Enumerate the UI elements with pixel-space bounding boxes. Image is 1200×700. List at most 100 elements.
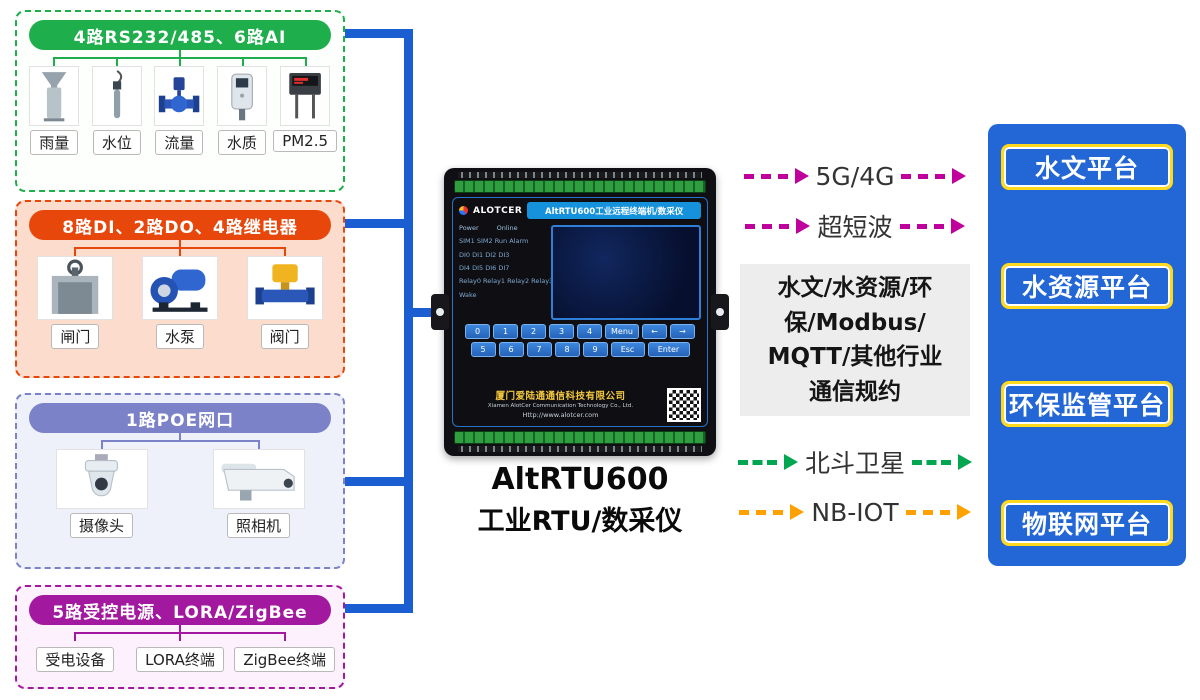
connector-group3	[345, 477, 413, 486]
group-header-poe: 1路POE网口	[29, 403, 331, 433]
brand-name: ALOTCER	[473, 205, 523, 216]
group-poe: 1路POE网口 摄像头 照相机	[15, 393, 345, 569]
device-model-title: AltRTU600工业远程终端机/数采仪	[527, 202, 701, 219]
group-header-power: 5路受控电源、LORA/ZigBee	[29, 595, 331, 625]
item-label: 水位	[92, 130, 141, 155]
keypad-key: 5	[470, 342, 496, 357]
keypad-key: 2	[521, 324, 546, 339]
mounting-ear-right	[711, 294, 729, 330]
company-block: 厦门爱陆通通信科技有限公司 Xiamen AlotCer Communicati…	[459, 391, 662, 419]
item-valve: 阀门	[232, 256, 337, 349]
item-rain-gauge: 雨量	[23, 66, 86, 155]
item-ptz-camera: 摄像头	[23, 449, 180, 538]
group-rs232-ai: 4路RS232/485、6路AI 雨量 水位	[15, 10, 345, 192]
keypad-key-esc: Esc	[610, 342, 645, 357]
item-label: 水质	[217, 130, 266, 155]
connector-group1	[345, 29, 413, 38]
link-label: 北斗卫星	[804, 449, 905, 478]
group-power-lora: 5路受控电源、LORA/ZigBee 受电设备 LORA终端 ZigBee终端	[15, 585, 345, 689]
brand-logo-icon	[459, 206, 468, 215]
link-beidou: 北斗卫星	[738, 446, 972, 478]
device-caption: AltRTU600 工业RTU/数采仪	[438, 462, 722, 538]
arrowhead-icon	[796, 218, 811, 234]
item-label: 水泵	[156, 324, 205, 349]
arrowhead-icon	[790, 504, 805, 520]
water-level-image	[91, 66, 142, 126]
link-label: NB-IOT	[811, 497, 899, 527]
arrowhead-icon	[957, 454, 972, 470]
group-header-ai: 4路RS232/485、6路AI	[29, 20, 331, 50]
keypad-key: 7	[526, 342, 552, 357]
tree-connector	[23, 240, 337, 254]
item-label: 闸门	[51, 324, 100, 349]
item-label: 阀门	[260, 324, 309, 349]
item-label: 摄像头	[69, 513, 133, 538]
keypad-key: 1	[493, 324, 518, 339]
valve-image	[246, 256, 323, 320]
dashed-line	[899, 224, 944, 229]
led-row: DI0 DI1 DI2 DI3	[459, 250, 510, 259]
dashed-line	[743, 174, 788, 179]
terminal-pins-top	[458, 172, 702, 178]
camera-items: 摄像头 照相机	[23, 449, 337, 538]
device-mid-section: Power Online SIM1 SIM2 Run Alarm DI0 DI1…	[457, 221, 703, 321]
terminal-pins-bottom	[458, 446, 702, 452]
link-shortwave: 超短波	[738, 210, 972, 242]
group-header-dio: 8路DI、2路DO、4路继电器	[29, 210, 331, 240]
led-row: Relay0 Relay1 Relay2 Relay3	[459, 277, 554, 286]
device-header: ALOTCER AltRTU600工业远程终端机/数采仪	[457, 200, 703, 221]
keypad-key: 6	[498, 342, 524, 357]
rtu-device: ALOTCER AltRTU600工业远程终端机/数采仪 Power Onlin…	[431, 168, 729, 456]
device-keypad: 0 1 2 3 4 Menu ← → 5 6 7 8 9 Esc Enter	[457, 321, 703, 358]
company-name-en: Xiamen AlotCer Communication Technology …	[487, 403, 634, 410]
link-label: 5G/4G	[815, 161, 895, 191]
item-powered-device: 受电设备	[23, 641, 128, 672]
dashed-line	[739, 510, 784, 515]
keypad-key-left-arrow: ←	[642, 324, 667, 339]
tree-connector	[23, 625, 337, 639]
item-pump: 水泵	[128, 256, 233, 349]
item-label: PM2.5	[273, 130, 338, 152]
device-caption-type: 工业RTU/数采仪	[477, 506, 683, 537]
arrowhead-icon	[794, 168, 809, 184]
dashed-line	[901, 174, 946, 179]
keypad-key-menu: Menu	[605, 324, 639, 339]
item-label: ZigBee终端	[234, 647, 336, 672]
item-label: 雨量	[30, 130, 79, 155]
terminal-block-bottom	[454, 431, 706, 444]
led-row: SIM1 SIM2 Run Alarm	[459, 237, 529, 246]
item-lora-terminal: LORA终端	[128, 641, 233, 672]
terminal-items: 受电设备 LORA终端 ZigBee终端	[23, 641, 337, 672]
protocol-note: 水文/水资源/环 保/Modbus/ MQTT/其他行业 通信规约	[740, 264, 970, 416]
dashed-line	[905, 510, 950, 515]
platforms-panel: 水文平台 水资源平台 环保监管平台 物联网平台	[988, 124, 1186, 566]
keypad-key: 4	[577, 324, 602, 339]
device-caption-model: AltRTU600	[491, 462, 669, 497]
connector-group4	[345, 604, 413, 613]
company-url: Http://www.alotcer.com	[522, 410, 599, 419]
device-lcd-screen	[551, 225, 701, 320]
led-row: Wake	[459, 290, 477, 299]
device-footer: 厦门爱陆通通信科技有限公司 Xiamen AlotCer Communicati…	[457, 387, 703, 424]
terminal-block-top	[454, 180, 706, 193]
platform-water-resources: 水资源平台	[1001, 262, 1173, 309]
online-led-label: Online	[496, 224, 518, 232]
item-zigbee-terminal: ZigBee终端	[232, 641, 337, 672]
bus-line	[404, 29, 413, 613]
group-di-do-relay: 8路DI、2路DO、4路继电器 闸门 水泵 阀门	[15, 200, 345, 378]
item-gate: 闸门	[23, 256, 128, 349]
connector-group2	[345, 219, 413, 228]
arrowhead-icon	[783, 454, 798, 470]
device-front-panel: ALOTCER AltRTU600工业远程终端机/数采仪 Power Onlin…	[452, 197, 708, 427]
dashed-line	[745, 224, 790, 229]
qr-code	[667, 388, 701, 422]
platform-environment: 环保监管平台	[1001, 381, 1173, 428]
water-pump-image	[142, 256, 218, 320]
item-flow-meter: 流量	[148, 66, 211, 155]
platform-hydrology: 水文平台	[1001, 144, 1173, 190]
power-online-row: Power Online	[459, 222, 545, 235]
keypad-key-right-arrow: →	[670, 324, 695, 339]
link-label: 超短波	[817, 213, 893, 242]
keypad-key-enter: Enter	[647, 342, 690, 357]
